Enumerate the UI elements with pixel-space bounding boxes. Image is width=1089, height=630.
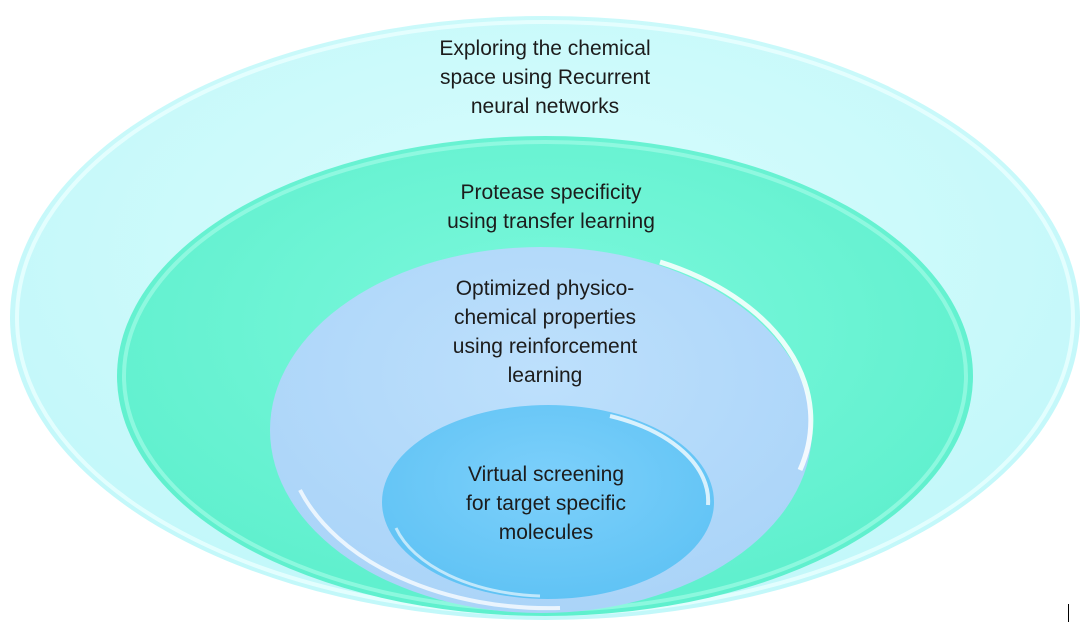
layer-third-rim-highlight [659,259,814,472]
layer-inner-rim-highlight-bottom [394,527,541,598]
layer-third-label: Optimized physico- chemical properties u… [452,277,638,387]
layer-inner-label: Virtual screening for target specific mo… [466,463,626,544]
layer-outer-label: Exploring the chemical space using Recur… [439,37,651,118]
text-cursor-mark [1068,604,1069,622]
layer-inner-ellipse [382,405,714,599]
layer-second-label: Protease specificity using transfer lear… [447,181,655,233]
layer-third-rim-highlight-bottom [298,489,561,611]
layer-inner-rim-highlight [609,414,711,506]
